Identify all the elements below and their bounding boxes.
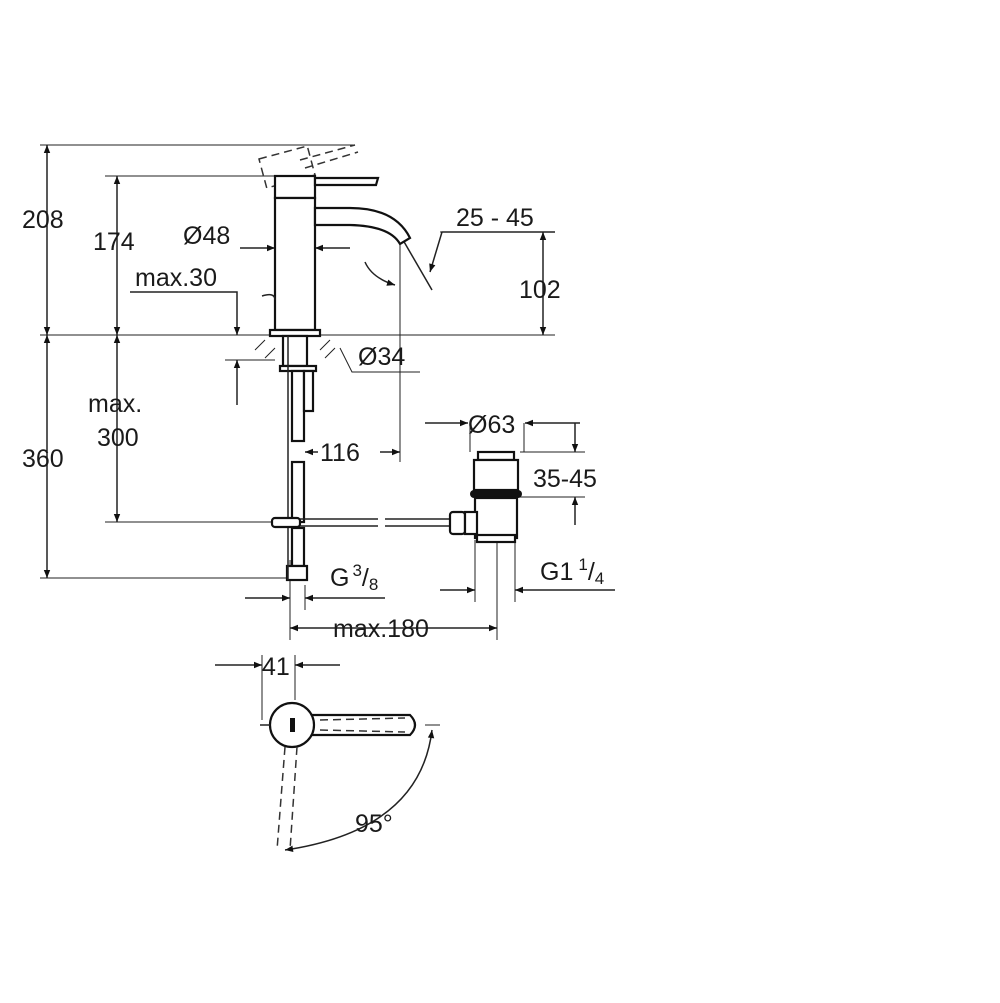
label-95deg: 95° (355, 810, 393, 838)
label-41: 41 (262, 653, 290, 681)
pop-up-waste (270, 450, 522, 544)
label-max180: max.180 (333, 615, 429, 643)
label-360: 360 (22, 445, 64, 473)
label-208: 208 (22, 206, 64, 234)
label-102: 102 (519, 276, 561, 304)
label-300: 300 (97, 424, 139, 452)
label-max30: max.30 (135, 264, 217, 292)
label-d34: Ø34 (358, 343, 405, 371)
label-174: 174 (93, 228, 135, 256)
label-d48: Ø48 (183, 222, 230, 250)
label-d63: Ø63 (468, 411, 515, 439)
dimension-labels: 208 174 Ø48 max.30 25 - 45 102 Ø34 max. … (22, 204, 604, 838)
label-max: max. (88, 390, 142, 418)
faucet-top-view (215, 655, 440, 852)
label-25-45: 25 - 45 (456, 204, 534, 232)
faucet-side-view (254, 144, 412, 582)
label-116: 116 (320, 439, 360, 467)
dimension-lines (43, 145, 615, 640)
label-35-45: 35-45 (533, 465, 597, 493)
